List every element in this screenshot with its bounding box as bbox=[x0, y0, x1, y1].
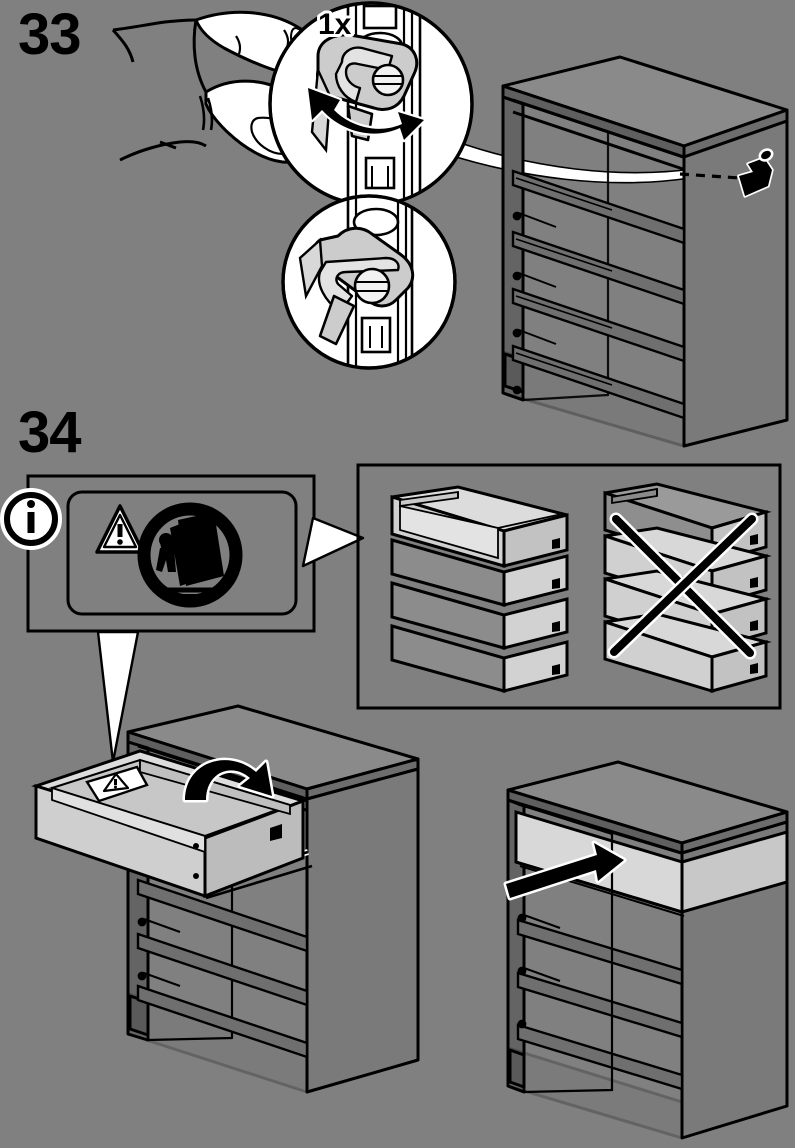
drawer-runner bbox=[136, 878, 309, 953]
drawer-runner bbox=[136, 984, 309, 1059]
one-drawer-open-ok bbox=[390, 485, 569, 693]
step-number-34: 34 bbox=[18, 400, 82, 465]
drawer-front-closed bbox=[390, 624, 569, 693]
step-33-illustration: 1x bbox=[111, 1, 789, 448]
warning-to-comparison-pointer bbox=[301, 516, 365, 568]
step-33-marker bbox=[18, 6, 92, 64]
warning-triangle-sticker bbox=[85, 765, 149, 803]
warning-to-drawer-pointer bbox=[96, 630, 140, 764]
drawer-runner bbox=[516, 1023, 684, 1091]
drawer-runner-set bbox=[136, 878, 309, 1059]
warning-panel-hit bbox=[28, 476, 314, 631]
step-number-33: 33 bbox=[18, 2, 82, 67]
all-drawers-open-not-ok bbox=[603, 482, 772, 694]
lever-location-pointer bbox=[679, 148, 774, 198]
step-34-illustration bbox=[0, 463, 789, 1140]
rotate-arrow-icon bbox=[305, 85, 427, 143]
drawer-runner bbox=[516, 918, 684, 986]
drawer-runner bbox=[516, 971, 684, 1039]
drawer-front-closed bbox=[390, 538, 569, 607]
quantity-label-1x: 1x bbox=[315, 5, 355, 44]
drawer-box-open bbox=[390, 485, 569, 568]
lever-before-detail-hit bbox=[270, 3, 475, 208]
curved-arrow-icon bbox=[182, 757, 275, 803]
drawer-runner-set bbox=[516, 913, 684, 1091]
drawer-runner bbox=[511, 169, 686, 245]
drawer-open-comparison-frame bbox=[356, 463, 782, 710]
no-tip-over-icon bbox=[137, 502, 243, 608]
warning-panel-inner-label bbox=[66, 490, 298, 616]
drawer-box-open bbox=[31, 749, 308, 899]
lever-after-detail bbox=[281, 194, 457, 370]
warning-triangle-icon bbox=[95, 504, 145, 554]
straight-arrow-icon bbox=[503, 840, 627, 901]
comparison-panel-hit bbox=[358, 465, 780, 708]
drawer-runner bbox=[511, 287, 686, 363]
drawer-runner bbox=[511, 230, 686, 306]
cross-out-mark bbox=[607, 512, 759, 660]
info-badge bbox=[0, 488, 62, 550]
step-34-marker bbox=[18, 404, 92, 462]
lever-after-detail-hit bbox=[283, 196, 457, 370]
cabinet-drawer-pulled-out bbox=[31, 704, 420, 1094]
drawer-runner bbox=[136, 932, 309, 1007]
drawer-runner bbox=[511, 344, 686, 420]
cabinet-drawer-pushed-in bbox=[503, 760, 789, 1140]
drawer-runner-set bbox=[511, 169, 686, 420]
drawer-front-closed bbox=[390, 581, 569, 650]
quantity-label-text: 1x bbox=[318, 8, 352, 41]
